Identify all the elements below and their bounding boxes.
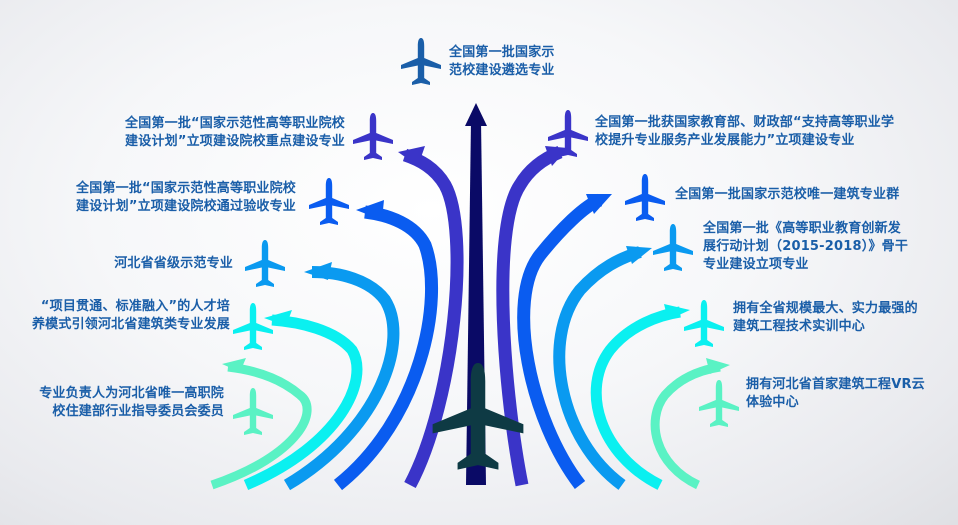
plane-icon-right-5 — [699, 380, 739, 427]
label-right-1: 全国第一批获国家教育部、财政部“支持高等职业学 校提升专业服务产业发展能力”立项… — [595, 115, 895, 148]
arrow-violet-right — [496, 145, 563, 487]
arrow-mint-left — [210, 362, 312, 490]
arrow-blue-left — [333, 205, 438, 491]
plane-icon-right-2 — [625, 174, 665, 221]
arrowhead-blue-left — [356, 200, 384, 220]
plane-icon-left-3 — [245, 240, 285, 287]
arrowhead-violet-left — [398, 146, 425, 166]
arrowhead-mint-left — [222, 358, 246, 372]
plane-icon-right-4 — [684, 300, 724, 347]
arrow-violet-left — [402, 148, 464, 489]
plane-icon-left-5 — [233, 388, 273, 435]
label-left-3: 河北省省级示范专业 — [114, 256, 233, 271]
arrowhead-cyan-right — [664, 304, 690, 320]
arrowhead-sky-right — [626, 246, 652, 264]
label-left-2: 全国第一批“国家示范性高等职业院校 建设计划”立项建设院校通过验收专业 — [76, 181, 296, 214]
right-arrows — [496, 145, 730, 490]
arrow-sky-left — [283, 266, 400, 491]
left-arrows — [210, 146, 464, 491]
arrow-mint-right — [650, 362, 721, 490]
plane-icon-right-1 — [548, 110, 588, 157]
arrowhead-violet-right — [545, 146, 568, 166]
label-left-4: “项目贯通、标准融入”的人才培 养模式引领河北省建筑类专业发展 — [31, 299, 230, 332]
label-right-5: 拥有河北省首家建筑工程VR云 体验中心 — [746, 377, 925, 410]
arrow-sky-right — [553, 246, 642, 490]
label-top: 全国第一批国家示 范校建设遴选专业 — [449, 45, 555, 78]
label-right-3: 全国第一批《高等职业教育创新发 展行动计划（2015-2018）》骨干 专业建设… — [703, 221, 909, 272]
top-plane-icon — [401, 38, 441, 85]
plane-icon-left-4 — [233, 303, 273, 350]
label-left-1: 全国第一批“国家示范性高等职业院校 建设计划”立项建设院校重点建设专业 — [125, 116, 345, 149]
label-right-2: 全国第一批国家示范校唯一建筑专业群 — [675, 187, 900, 202]
arrowhead-cyan-left — [264, 310, 292, 326]
plane-icon-right-3 — [653, 224, 693, 271]
plane-icon-left-1 — [353, 113, 393, 160]
label-right-4: 拥有全省规模最大、实力最强的 建筑工程技术实训中心 — [733, 301, 918, 334]
label-left-5: 专业负责人为河北省唯一高职院 校住建部行业指导委员会委员 — [39, 386, 224, 419]
arrow-cyan-left — [243, 314, 363, 491]
arrowhead-sky-left — [304, 262, 332, 280]
arrowhead-mint-right — [706, 358, 730, 374]
arrow-blue-right — [517, 193, 603, 489]
plane-icon-left-2 — [309, 178, 349, 225]
arrow-cyan-right — [590, 306, 681, 490]
arrowhead-blue-right — [586, 194, 612, 214]
